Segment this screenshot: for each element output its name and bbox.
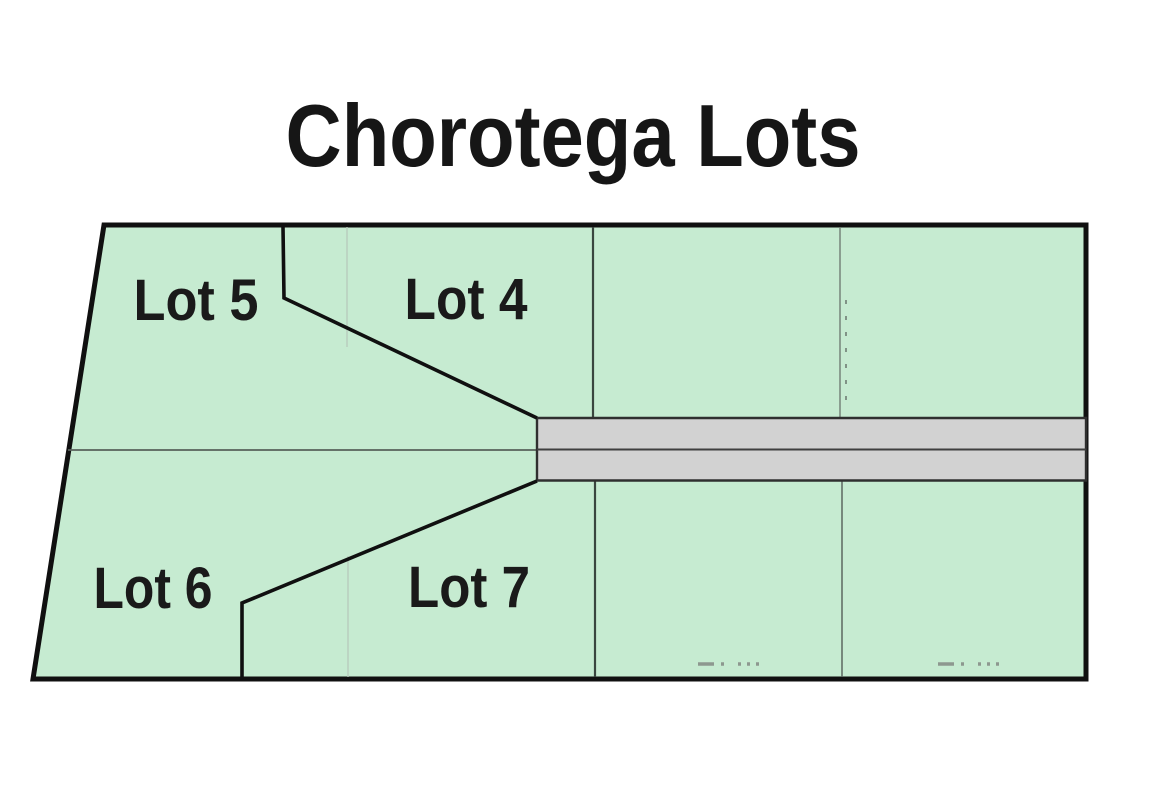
lot-6-label: Lot 6 xyxy=(94,556,213,621)
lot6-lot7-boundary xyxy=(240,479,538,677)
page-title: Chorotega Lots xyxy=(286,86,861,185)
lot-5-label: Lot 5 xyxy=(134,268,259,333)
lot4-lot5-boundary xyxy=(281,226,538,420)
lot-7-label: Lot 7 xyxy=(408,555,530,620)
lot-4-label: Lot 4 xyxy=(405,267,528,332)
